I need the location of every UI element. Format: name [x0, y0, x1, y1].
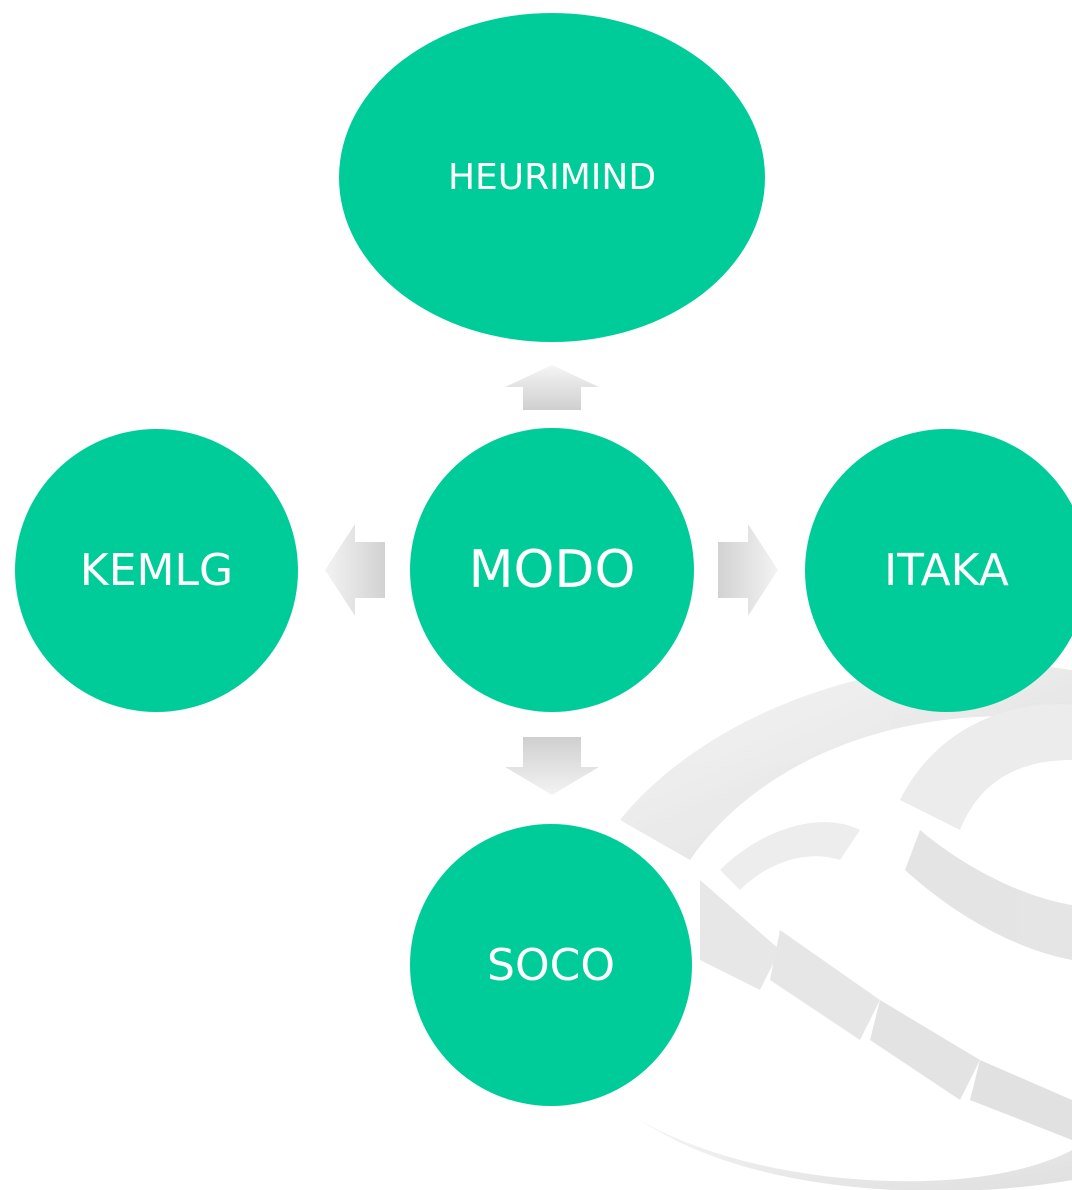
- node-heurimind: HEURIMIND: [339, 13, 765, 342]
- node-kemlg: KEMLG: [15, 429, 298, 712]
- node-label: ITAKA: [884, 545, 1009, 596]
- arrow-up-icon: [505, 365, 599, 410]
- node-soco: SOCO: [410, 824, 692, 1106]
- center-node-label: MODO: [468, 540, 636, 600]
- node-label: KEMLG: [79, 545, 234, 596]
- node-modo-center: MODO: [410, 428, 694, 712]
- node-label: HEURIMIND: [447, 157, 657, 198]
- arrow-left-icon: [325, 524, 385, 616]
- node-label: SOCO: [487, 939, 615, 991]
- arrow-down-icon: [505, 737, 599, 795]
- node-itaka: ITAKA: [805, 429, 1072, 712]
- arrow-right-icon: [718, 524, 778, 616]
